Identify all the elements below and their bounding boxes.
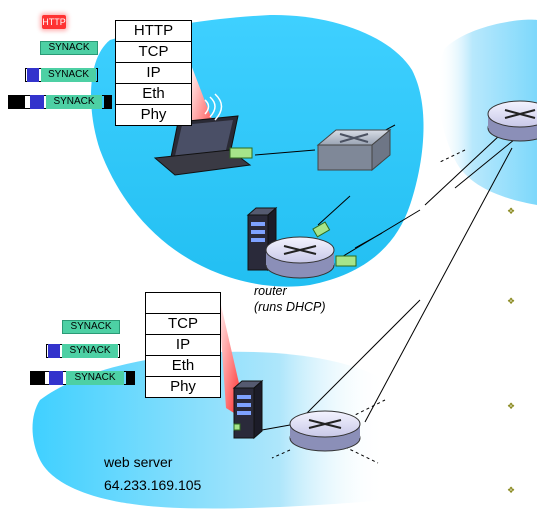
stack-layer-eth: Eth — [116, 84, 191, 105]
router-label-line2: (runs DHCP) — [254, 300, 326, 314]
synack-ip-datagram: SYNACK — [25, 68, 98, 82]
server-icon — [246, 206, 278, 272]
server-protocol-stack: TCP IP Eth Phy — [145, 292, 221, 398]
http-badge: HTTP — [42, 15, 66, 29]
bullet-icon: ❖ — [507, 206, 515, 216]
bullet-icon: ❖ — [507, 485, 515, 495]
synack-ethernet-frame: SYNACK — [30, 371, 135, 385]
server-network-cloud — [32, 351, 385, 509]
bullet-icon: ❖ — [507, 296, 515, 306]
stack-layer-empty — [146, 293, 220, 314]
web-server-name: web server — [104, 454, 173, 470]
stack-layer-tcp: TCP — [146, 314, 220, 335]
stack-layer-tcp: TCP — [116, 42, 191, 63]
stack-layer-http: HTTP — [116, 21, 191, 42]
bullet-icon: ❖ — [507, 401, 515, 411]
host-protocol-stack: HTTP TCP IP Eth Phy — [115, 20, 192, 126]
server-icon — [232, 379, 264, 440]
stack-layer-eth: Eth — [146, 356, 220, 377]
router-icon — [289, 410, 361, 452]
web-server-ip: 64.233.169.105 — [104, 477, 202, 493]
router-icon — [487, 100, 537, 142]
stack-layer-ip: IP — [146, 335, 220, 356]
router-label-line1: router — [254, 284, 287, 298]
switch-icon — [316, 128, 392, 172]
synack-ethernet-frame: SYNACK — [8, 95, 112, 109]
synack-tcp-segment: SYNACK — [62, 320, 120, 334]
stack-layer-ip: IP — [116, 63, 191, 84]
stack-layer-phy: Phy — [140, 106, 167, 123]
stack-layer-phy: Phy — [170, 378, 196, 395]
synack-ip-datagram: SYNACK — [46, 344, 120, 358]
laptop-icon — [153, 93, 253, 176]
router-icon — [265, 221, 357, 279]
synack-tcp-segment: SYNACK — [40, 41, 98, 55]
router-label: router (runs DHCP) — [254, 283, 326, 315]
isp-network-cloud — [437, 19, 537, 206]
